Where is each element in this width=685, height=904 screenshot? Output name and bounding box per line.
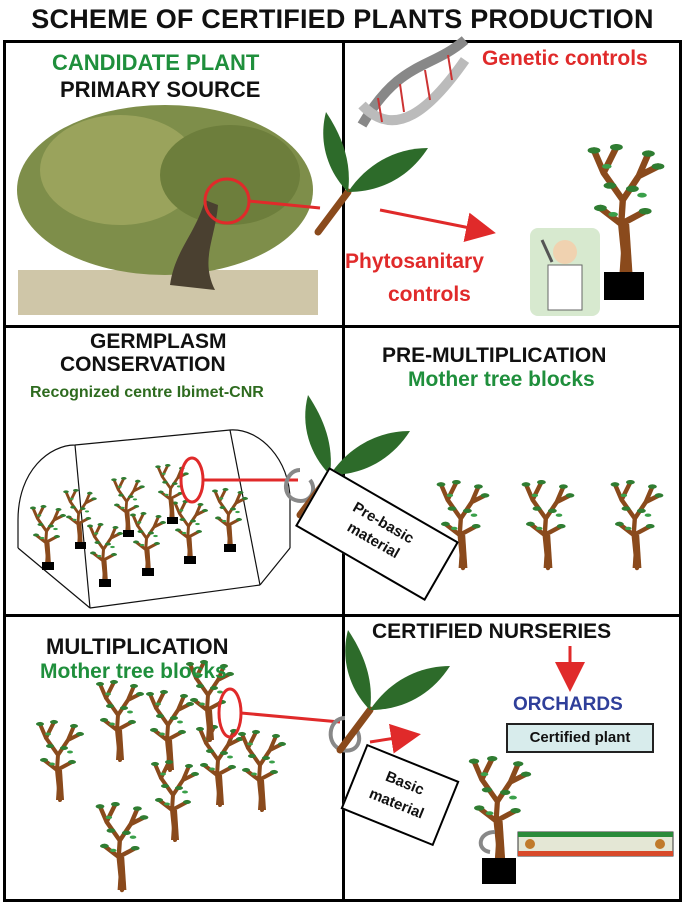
recognized-centre-label: Recognized centre Ibimet-CNR <box>30 384 264 401</box>
phytosanitary-label: Phytosanitary <box>345 250 484 273</box>
multiplication-heading: MULTIPLICATION <box>46 634 229 659</box>
candidate-plant-heading: CANDIDATE PLANT <box>52 50 260 75</box>
mother-tree-blocks-heading-2: Mother tree blocks <box>40 660 227 683</box>
primary-source-heading: PRIMARY SOURCE <box>60 77 261 102</box>
multiplication-field-trees <box>34 658 288 890</box>
mother-tree-blocks-heading-1: Mother tree blocks <box>408 368 595 391</box>
greenhouse <box>17 429 291 609</box>
orchards-label: ORCHARDS <box>513 694 623 715</box>
germplasm-heading: GERMPLASM <box>90 330 227 353</box>
certification-label-strip <box>517 831 674 857</box>
doctor-illustration <box>530 228 600 316</box>
diagram-title: SCHEME OF CERTIFIED PLANTS PRODUCTION <box>31 4 654 34</box>
candidate-olive-tree <box>17 105 321 315</box>
certified-potted-tree <box>469 756 531 884</box>
conservation-heading: CONSERVATION <box>60 353 226 376</box>
greenhouse-trees <box>28 462 250 587</box>
mother-tree-block-row <box>437 480 664 568</box>
certified-nurseries-heading: CERTIFIED NURSERIES <box>372 620 612 643</box>
certified-plant-box: Certified plant <box>506 723 654 753</box>
pre-multiplication-heading: PRE-MULTIPLICATION <box>382 344 607 367</box>
potted-tree-panel1 <box>588 144 665 300</box>
genetic-controls-label: Genetic controls <box>482 47 648 70</box>
dna-helix-icon <box>357 36 470 128</box>
controls-label: controls <box>388 283 471 306</box>
